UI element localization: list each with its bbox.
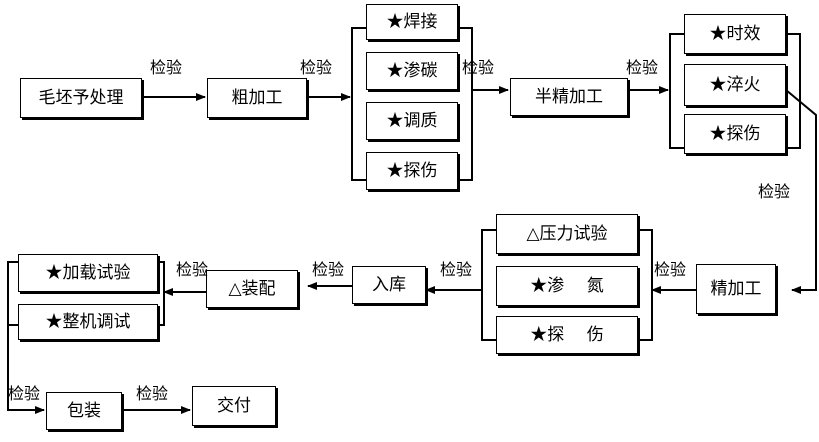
bracket-group1-left [351, 27, 366, 181]
node-rough: 粗加工 [207, 78, 307, 118]
bracket-group4-right [158, 261, 165, 326]
arrow-group4-pack [7, 325, 45, 414]
node-finish: 精加工 [696, 264, 776, 314]
bracket-group2-left [669, 33, 684, 149]
node-nitride: ★渗 氮 [496, 266, 638, 306]
bracket-group1-right [458, 27, 473, 181]
label-inspect-11: 检验 [136, 384, 169, 403]
node-debug: ★整机调试 [18, 304, 158, 340]
node-pack: 包装 [46, 392, 122, 430]
node-deliver: 交付 [192, 386, 276, 426]
node-quench: ★淬火 [684, 64, 786, 106]
node-carburize: ★渗碳 [366, 52, 458, 90]
node-pressure-test: △压力试验 [496, 214, 638, 254]
label-inspect-3: 检验 [462, 58, 495, 77]
label-inspect-4: 检验 [626, 58, 659, 77]
node-flaw1: ★探伤 [366, 152, 458, 190]
label-inspect-8: 检验 [312, 260, 345, 279]
label-inspect-9: 检验 [176, 260, 209, 279]
label-inspect-5: 检验 [758, 182, 791, 201]
bracket-group3-right [638, 229, 653, 341]
bracket-group3-left [481, 229, 496, 341]
label-inspect-1: 检验 [150, 58, 183, 77]
arrow-group2-finish [785, 89, 817, 294]
label-inspect-6: 检验 [654, 260, 687, 279]
node-aging: ★时效 [684, 14, 786, 54]
label-inspect-10: 检验 [8, 384, 41, 403]
node-assembly: △装配 [206, 270, 298, 308]
label-inspect-7: 检验 [440, 260, 473, 279]
bracket-group4-left [7, 261, 18, 326]
label-inspect-2: 检验 [300, 58, 333, 77]
bracket-group2-right [786, 33, 801, 149]
node-flaw2: ★探伤 [684, 114, 786, 154]
node-load-test: ★加载试验 [18, 254, 158, 292]
node-temper: ★调质 [366, 102, 458, 140]
node-flaw3: ★探 伤 [496, 316, 638, 354]
node-semi: 半精加工 [510, 78, 628, 116]
node-warehouse: 入库 [352, 266, 426, 304]
node-weld: ★焊接 [366, 4, 458, 40]
node-pretreat: 毛坯予处理 [20, 78, 142, 118]
